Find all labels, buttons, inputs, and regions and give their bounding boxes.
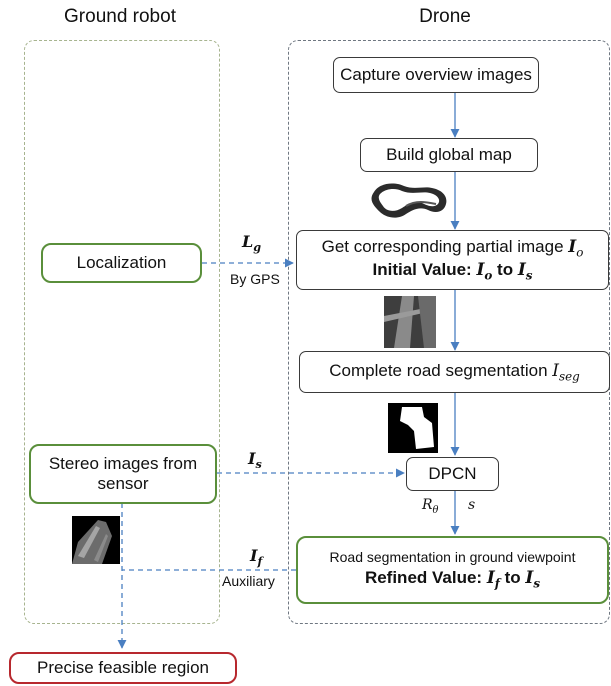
- by-gps-label: By GPS: [230, 271, 280, 287]
- localization-label: Localization: [76, 252, 167, 272]
- ground-robot-lane-title: Ground robot: [64, 6, 176, 27]
- initial-value-a: I: [476, 260, 485, 280]
- segmentation-line: Complete road segmentation Iseg: [329, 361, 580, 384]
- r-theta-label: Rθ: [422, 497, 438, 516]
- refined-value-b: I: [525, 568, 534, 589]
- lg-symbol: L: [242, 232, 254, 251]
- partial-image-math: I: [568, 237, 577, 258]
- is-label: Is: [248, 449, 262, 471]
- partial-image-math-sub: o: [576, 245, 584, 260]
- segmentation-text: Complete road segmentation: [329, 360, 553, 380]
- dpcn-label: DPCN: [428, 463, 477, 483]
- stereo-images-step: Stereo images from sensor: [29, 444, 217, 504]
- initial-value-b: I: [517, 260, 526, 280]
- refined-value-prefix: Refined Value:: [364, 568, 487, 588]
- initial-value-prefix: Initial Value:: [372, 260, 477, 279]
- refined-value-step: Road segmentation in ground viewpoint Re…: [296, 536, 609, 604]
- auxiliary-label: Auxiliary: [222, 573, 275, 589]
- segmentation-step: Complete road segmentation Iseg: [299, 351, 610, 393]
- segmentation-math-sub: seg: [558, 369, 580, 384]
- partial-image-line1: Get corresponding partial image Io: [322, 237, 584, 260]
- theta-subscript: θ: [432, 504, 439, 516]
- lg-label: Lg: [242, 232, 261, 254]
- initial-value-b-sub: s: [525, 268, 533, 283]
- localization-step: Localization: [41, 243, 202, 283]
- precise-region-step: Precise feasible region: [9, 652, 237, 684]
- build-global-map-label: Build global map: [386, 144, 512, 164]
- drone-lane-title: Drone: [419, 6, 471, 27]
- refined-value-a: I: [486, 568, 495, 589]
- r-symbol: R: [422, 497, 433, 513]
- if-label: If: [250, 546, 262, 568]
- initial-value-line: Initial Value: Io to Is: [373, 260, 533, 283]
- global-map-thumbnail: [371, 183, 447, 218]
- build-global-map-step: Build global map: [360, 138, 538, 172]
- refined-value-a-sub: f: [494, 576, 500, 591]
- initial-value-a-sub: o: [484, 268, 493, 283]
- partial-image-step: Get corresponding partial image Io Initi…: [296, 230, 609, 290]
- stereo-images-label: Stereo images from sensor: [48, 453, 198, 493]
- stereo-image-thumbnail: [72, 516, 120, 564]
- refined-line1: Road segmentation in ground viewpoint: [329, 549, 576, 566]
- capture-overview-label: Capture overview images: [340, 64, 532, 84]
- is-symbol: I: [248, 449, 256, 468]
- lg-subscript: g: [253, 240, 262, 255]
- refined-value-line: Refined Value: If to Is: [365, 568, 540, 591]
- initial-value-mid: to: [492, 260, 518, 279]
- partial-image-text: Get corresponding partial image: [321, 237, 569, 257]
- if-symbol: I: [250, 546, 258, 565]
- s-label: s: [468, 497, 476, 513]
- capture-overview-step: Capture overview images: [333, 57, 539, 93]
- refined-value-mid: to: [499, 568, 526, 588]
- segmentation-mask-thumbnail: [388, 403, 438, 453]
- refined-value-b-sub: s: [533, 576, 541, 591]
- precise-region-label: Precise feasible region: [37, 657, 209, 677]
- is-subscript: s: [255, 457, 262, 472]
- if-subscript: f: [257, 554, 263, 569]
- segmentation-math: I: [552, 360, 559, 381]
- partial-image-thumbnail: [384, 296, 436, 348]
- drone-lane: [288, 40, 610, 624]
- dpcn-step: DPCN: [406, 457, 499, 491]
